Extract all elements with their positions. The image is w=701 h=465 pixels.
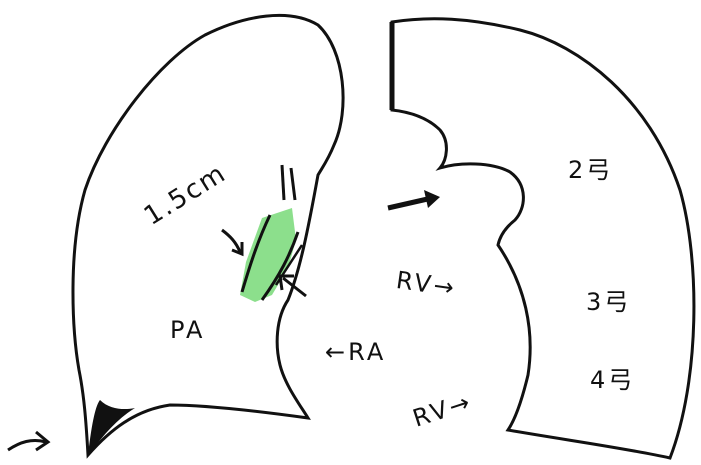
- arc-3-label: 3弓: [586, 290, 631, 314]
- heart-outline: [392, 19, 694, 458]
- measure-arrow: [222, 230, 240, 252]
- notch-arrow: [388, 198, 432, 208]
- left-lung-outline: [73, 15, 343, 455]
- arc-2-label: 2弓: [568, 158, 613, 182]
- pa-label: PA: [170, 318, 205, 342]
- arc-4-label: 4弓: [590, 368, 635, 392]
- vessel-line-2: [291, 168, 295, 200]
- vessel-line-1: [282, 165, 284, 200]
- notch-arrow-head: [424, 190, 440, 208]
- ra-label: ←RA: [325, 340, 386, 364]
